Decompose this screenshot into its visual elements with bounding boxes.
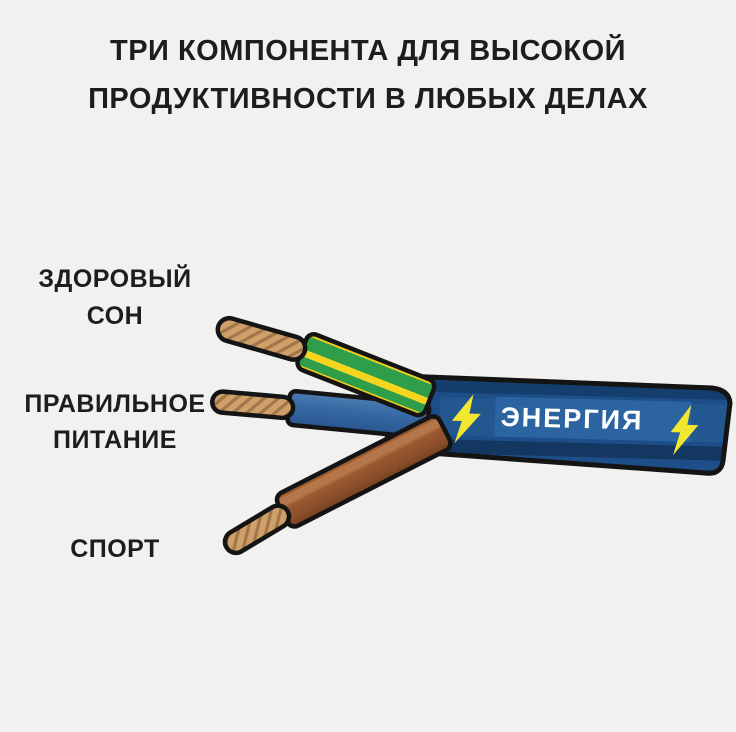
label-sport: СПОРТ bbox=[15, 531, 215, 568]
sleep-wire-copper-tip bbox=[215, 315, 308, 362]
title-line-1: ТРИ КОМПОНЕНТА ДЛЯ ВЫСОКОЙ bbox=[109, 35, 626, 67]
label-healthy-sleep-line-1: ЗДОРОВЫЙ bbox=[38, 265, 192, 293]
sheath-bottom-stripe bbox=[402, 437, 730, 462]
sheath-top-stripe bbox=[402, 376, 730, 401]
label-healthy-sleep-line-2: СОН bbox=[86, 302, 144, 330]
page-title: ТРИ КОМПОНЕНТА ДЛЯ ВЫСОКОЙ ПРОДУКТИВНОСТ… bbox=[0, 27, 736, 123]
cable-sheath: ЭНЕРГИЯ bbox=[389, 376, 736, 473]
sport-wire-copper-tip bbox=[222, 503, 292, 556]
label-proper-nutrition-line-2: ПИТАНИЕ bbox=[53, 426, 177, 454]
title-line-2: ПРОДУКТИВНОСТИ В ЛЮБЫХ ДЕЛАХ bbox=[88, 83, 648, 115]
cable-energy-label: ЭНЕРГИЯ bbox=[500, 402, 644, 436]
label-sport-line-1: СПОРТ bbox=[70, 535, 160, 563]
energy-label-panel bbox=[494, 396, 692, 442]
sleep-wire bbox=[215, 315, 437, 418]
nutrition-wire-copper-tip bbox=[210, 389, 296, 421]
label-proper-nutrition-line-1: ПРАВИЛЬНОЕ bbox=[24, 390, 206, 418]
sport-wire bbox=[222, 414, 453, 556]
label-proper-nutrition: ПРАВИЛЬНОЕ ПИТАНИЕ bbox=[15, 386, 215, 458]
label-healthy-sleep: ЗДОРОВЫЙ СОН bbox=[15, 261, 215, 335]
